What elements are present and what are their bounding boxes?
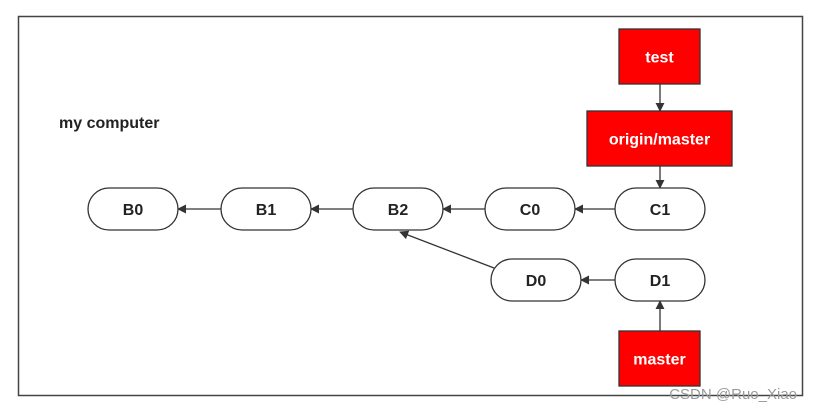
ref-label-test: test	[645, 50, 674, 67]
computer-title: my computer	[59, 115, 159, 132]
commit-label-c0: C0	[520, 202, 541, 219]
commit-label-b1: B1	[256, 202, 277, 219]
commit-label-d0: D0	[526, 273, 547, 290]
commit-node-c0: C0	[484, 187, 576, 231]
watermark: CSDN @Ruo_Xiao	[669, 386, 797, 403]
ref-box-origin-master	[586, 110, 733, 167]
commit-box-c0	[484, 187, 576, 231]
commit-box-d0	[490, 258, 582, 302]
edge-d0-b2	[399, 230, 495, 269]
commit-box-b2	[352, 187, 444, 231]
commit-box-b1	[220, 187, 312, 231]
commit-node-c1: C1	[614, 187, 706, 231]
ref-label-origin-master: origin/master	[609, 132, 710, 149]
commit-label-b2: B2	[388, 202, 409, 219]
commit-label-b0: B0	[123, 202, 144, 219]
commit-box-b0	[87, 187, 179, 231]
edges-layer	[177, 84, 665, 331]
commit-label-c1: C1	[650, 202, 671, 219]
commit-node-b0: B0	[87, 187, 179, 231]
commit-node-b2: B2	[352, 187, 444, 231]
ref-origin-master: origin/master	[586, 110, 733, 167]
ref-label-master: master	[633, 352, 685, 369]
ref-box-test	[618, 28, 701, 85]
ref-master: master	[618, 330, 701, 387]
commit-node-b1: B1	[220, 187, 312, 231]
commit-box-d1	[614, 258, 706, 302]
commit-label-d1: D1	[650, 273, 671, 290]
commit-box-c1	[614, 187, 706, 231]
commit-node-d0: D0	[490, 258, 582, 302]
commit-node-d1: D1	[614, 258, 706, 302]
ref-box-master	[618, 330, 701, 387]
ref-test: test	[618, 28, 701, 85]
